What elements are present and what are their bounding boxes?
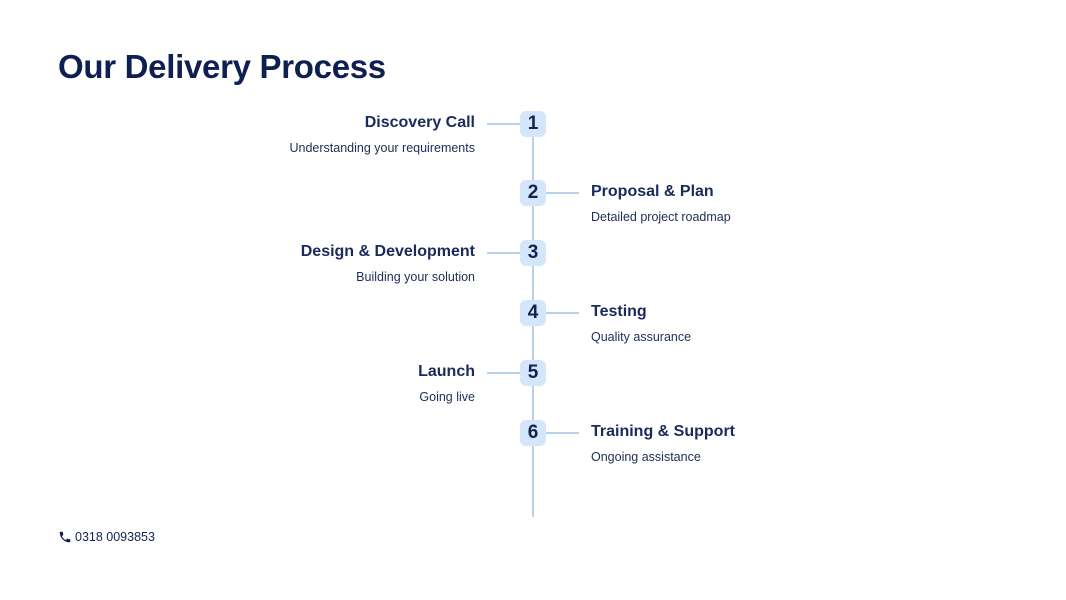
timeline-step-6: 6 Training & Support Ongoing assistance	[0, 420, 1066, 493]
step-number-badge: 5	[520, 360, 546, 386]
step-title: Testing	[591, 303, 647, 320]
step-number-badge: 6	[520, 420, 546, 446]
step-connector	[487, 123, 520, 125]
step-description: Going live	[419, 390, 475, 404]
timeline-step-2: 2 Proposal & Plan Detailed project roadm…	[0, 180, 1066, 253]
step-connector	[546, 432, 579, 434]
step-number-badge: 4	[520, 300, 546, 326]
step-title: Discovery Call	[364, 114, 475, 131]
step-number-badge: 3	[520, 240, 546, 266]
step-title: Proposal & Plan	[591, 183, 714, 200]
step-description: Detailed project roadmap	[591, 210, 731, 224]
step-number-badge: 1	[520, 111, 546, 137]
step-title: Launch	[418, 363, 475, 380]
step-description: Building your solution	[356, 270, 475, 284]
page-title: Our Delivery Process	[58, 48, 386, 85]
phone-number[interactable]: 0318 0093853	[75, 530, 155, 544]
step-title: Design & Development	[300, 243, 475, 260]
step-connector	[487, 372, 520, 374]
step-number-badge: 2	[520, 180, 546, 206]
step-title: Training & Support	[591, 423, 735, 440]
timeline-step-5: 5 Launch Going live	[0, 360, 1066, 433]
timeline-step-4: 4 Testing Quality assurance	[0, 300, 1066, 373]
step-description: Ongoing assistance	[591, 450, 701, 464]
step-connector	[546, 312, 579, 314]
timeline-step-1: 1 Discovery Call Understanding your requ…	[0, 111, 1066, 184]
step-connector	[546, 192, 579, 194]
step-connector	[487, 252, 520, 254]
contact-phone: 0318 0093853	[58, 530, 155, 544]
step-description: Quality assurance	[591, 330, 692, 344]
step-description: Understanding your requirements	[289, 141, 475, 155]
timeline-step-3: 3 Design & Development Building your sol…	[0, 240, 1066, 313]
phone-icon	[58, 530, 72, 544]
